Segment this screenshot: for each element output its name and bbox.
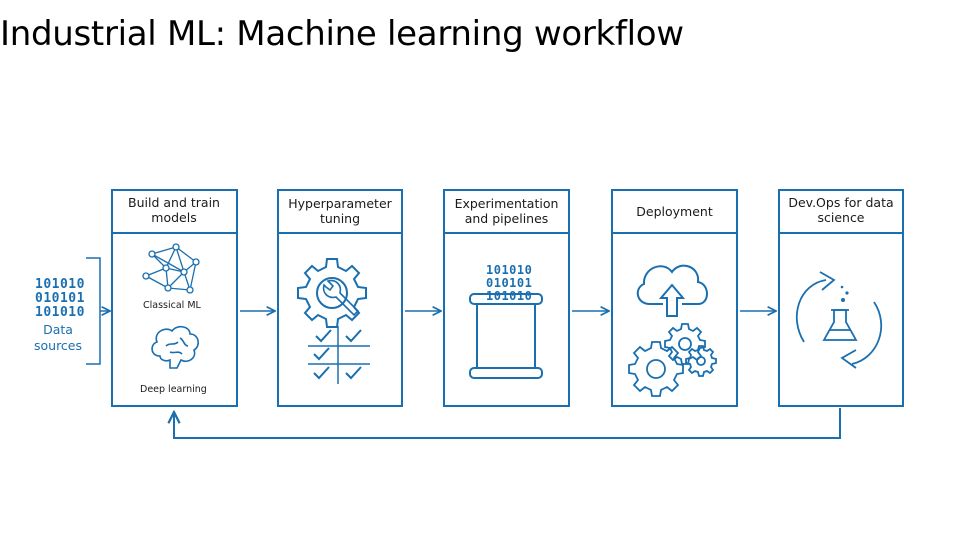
data-sources-binary: 101010 010101 101010 (35, 277, 85, 320)
stage-box-deployment (611, 189, 738, 407)
stage-box-devops (778, 189, 904, 407)
stage-label-devops: Dev.Ops for data science (788, 195, 894, 225)
cylinder-icon (469, 293, 543, 379)
flask-cycle-icon (795, 271, 883, 369)
data-sources-bracket (86, 257, 101, 365)
stage-label-experimentation: Experimentation and pipelines (454, 196, 559, 226)
stage-box-build (111, 189, 238, 407)
page-title: Industrial ML: Machine learning workflow (0, 14, 684, 54)
data-sources-label: Data sources (33, 322, 83, 353)
sub-item-classical-ml: Classical ML (143, 300, 201, 311)
gears-icon (628, 323, 717, 397)
brain-icon (151, 325, 199, 369)
checkmark-grid-icon (308, 326, 370, 384)
experimentation-binary: 101010 010101 101010 (486, 263, 533, 303)
stage-label-tuning: Hyperparameter tuning (288, 196, 392, 226)
stage-label-deployment: Deployment (636, 204, 713, 219)
network-icon (142, 243, 200, 294)
gear-wrench-icon (297, 258, 367, 328)
stage-box-tuning (277, 189, 403, 407)
sub-item-deep-learning: Deep learning (140, 384, 207, 395)
stage-box-experimentation (443, 189, 570, 407)
feedback-loop-arrow (174, 408, 841, 439)
stage-label-build: Build and train models (128, 195, 220, 225)
cloud-upload-icon (636, 264, 708, 317)
